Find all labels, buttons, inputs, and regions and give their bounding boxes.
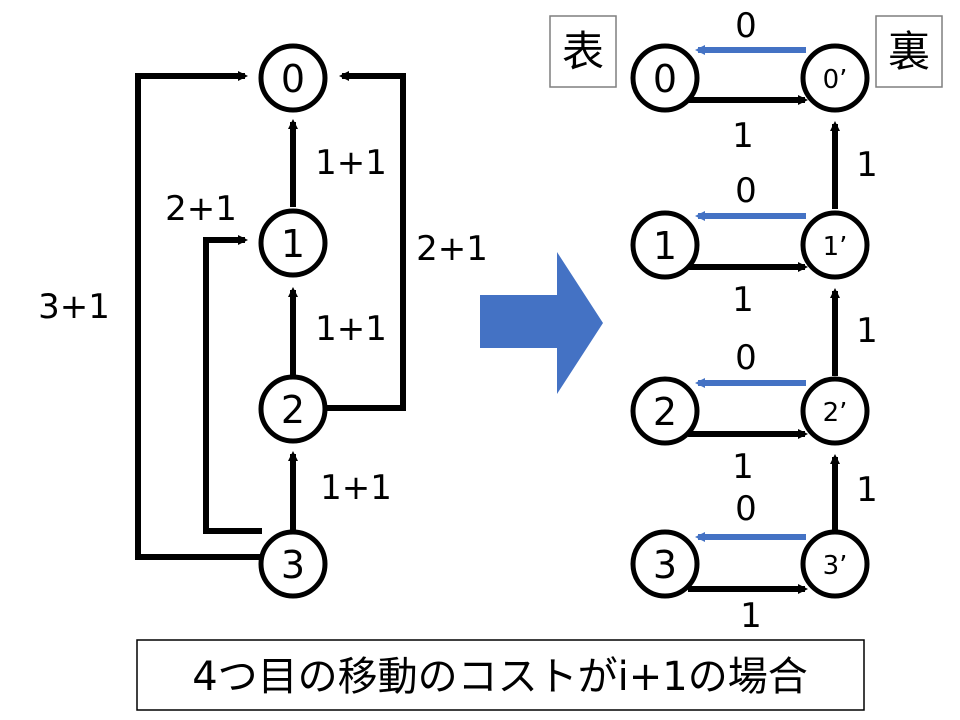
cost-back3-to-back2: 1 [856,470,878,510]
front-node-1-label: 1 [653,224,677,268]
cost-back0-to-front0: 0 [735,6,757,46]
front-side-label: 表 [562,27,604,76]
edge-label-3-to-0: 3+1 [38,287,110,327]
left-node-1-label: 1 [281,222,305,266]
left-node-1: 1 [258,208,328,278]
cost-front3-to-back3: 1 [740,596,762,636]
edge-label-3-to-2: 1+1 [320,468,392,508]
edge-3-to-0 [135,71,262,560]
front-node-0: 0 [630,43,700,113]
cost-back3-to-front3: 0 [735,489,757,529]
back-node-0-label: 0’ [823,65,848,95]
edge-label-2-to-0: 2+1 [416,229,488,269]
back-node-1: 1’ [800,210,870,280]
front-node-1: 1 [630,210,700,280]
left-node-2: 2 [258,374,328,444]
left-node-3: 3 [258,529,328,599]
back-node-2-label: 2’ [823,398,848,428]
back-node-3: 3’ [800,529,870,599]
caption-box: 4つ目の移動のコストがi+1の場合 [136,639,865,711]
left-node-2-label: 2 [281,388,305,432]
cost-back1-to-front1: 0 [735,171,757,211]
left-node-3-label: 3 [281,543,305,587]
cost-back2-to-back1: 1 [856,311,878,351]
back-side-box: 裏 [875,15,943,88]
front-node-2: 2 [630,376,700,446]
edge-label-1-to-0: 1+1 [315,143,387,183]
cost-back2-to-front2: 0 [735,338,757,378]
edge-2-to-0 [326,71,406,411]
back-node-1-label: 1’ [823,232,848,262]
cost-front2-to-back2: 1 [732,447,754,487]
left-node-0-label: 0 [281,57,305,101]
caption-text: 4つ目の移動のコストがi+1の場合 [192,654,808,700]
right-graph: 表 裏 0 1 2 [549,6,943,636]
left-node-0: 0 [258,43,328,113]
front-node-2-label: 2 [653,390,677,434]
edge-label-2-to-1: 1+1 [315,309,387,349]
back-node-2: 2’ [800,376,870,446]
front-node-3: 3 [630,529,700,599]
front-node-3-label: 3 [653,543,677,587]
edge-3-to-1 [203,235,262,534]
transform-arrow [480,252,603,394]
front-node-0-label: 0 [653,57,677,101]
front-side-box: 表 [549,15,617,88]
back-node-0: 0’ [800,43,870,113]
back-side-label: 裏 [888,27,930,76]
cost-front1-to-back1: 1 [732,280,754,320]
back-node-3-label: 3’ [823,551,848,581]
cost-back1-to-back0: 1 [856,145,878,185]
cost-front0-to-back0: 1 [732,116,754,156]
left-graph: 0 1 2 3 1+1 1+1 1+1 2+1 2+1 3+1 [38,43,488,599]
edge-label-3-to-1: 2+1 [165,189,237,229]
